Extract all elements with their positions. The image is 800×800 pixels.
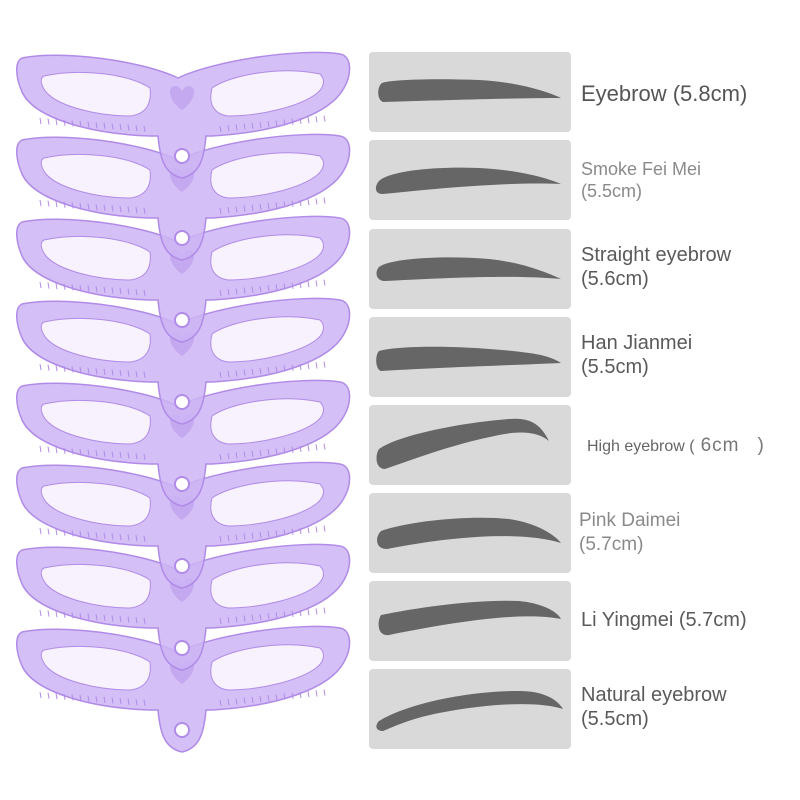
label-high-eyebrow: High eyebrow ( 6cm)	[587, 434, 765, 459]
brow-swatch-2	[369, 140, 571, 220]
brow-shape-icon	[378, 79, 561, 102]
label-name: Pink Daimei	[579, 510, 681, 531]
label-size: (5.5cm)	[581, 356, 649, 378]
label-han-jianmei: Han Jianmei (5.5cm)	[581, 331, 692, 379]
label-name: Han Jianmei	[581, 332, 693, 354]
brow-shape-icon	[376, 418, 549, 469]
brow-swatch-4	[369, 317, 571, 397]
label-name: High eyebrow (	[587, 438, 695, 455]
brow-swatch-6	[369, 493, 571, 573]
label-eyebrow: Eyebrow (5.8cm)	[581, 82, 747, 106]
brow-shape-icon	[376, 691, 563, 731]
label-name: Straight eyebrow	[581, 244, 732, 266]
label-straight-eyebrow: Straight eyebrow (5.6cm)	[581, 243, 731, 291]
label-li-yingmei: Li Yingmei (5.7cm)	[581, 608, 747, 632]
brow-swatch-5	[369, 405, 571, 485]
label-size: (5.5cm)	[581, 181, 643, 201]
label-size: (5.7cm)	[579, 534, 644, 555]
brow-shape-icon	[376, 257, 561, 281]
label-pink-daimei: Pink Daimei (5.7cm)	[579, 509, 680, 557]
eyebrow-stencil	[16, 461, 351, 589]
label-size: (5.6cm)	[581, 268, 649, 290]
brow-swatch-8	[369, 669, 571, 749]
brow-swatch-3	[369, 229, 571, 309]
label-size: 6cm	[700, 435, 740, 456]
stencil-stack	[16, 51, 351, 753]
label-name: Smoke Fei Mei	[581, 159, 702, 179]
eyebrow-stencil	[16, 51, 351, 179]
eyebrow-stencil	[16, 379, 351, 507]
label-paren: )	[757, 435, 765, 456]
brow-swatch-7	[369, 581, 571, 661]
brow-shape-icon	[378, 600, 561, 636]
label-name: Natural eyebrow	[581, 684, 727, 706]
label-size: (5.5cm)	[581, 708, 649, 730]
eyebrow-stencil	[16, 297, 351, 425]
label-smoke-fei-mei: Smoke Fei Mei (5.5cm)	[581, 158, 701, 202]
brow-shape-icon	[376, 346, 561, 371]
label-name: Eyebrow (5.8cm)	[581, 81, 748, 106]
label-natural-eyebrow: Natural eyebrow (5.5cm)	[581, 683, 727, 731]
brow-shape-icon	[377, 517, 561, 549]
eyebrow-stencil	[16, 625, 351, 753]
brow-swatch-1	[369, 52, 571, 132]
label-name: Li Yingmei (5.7cm)	[581, 609, 747, 631]
brow-shape-icon	[375, 167, 561, 194]
